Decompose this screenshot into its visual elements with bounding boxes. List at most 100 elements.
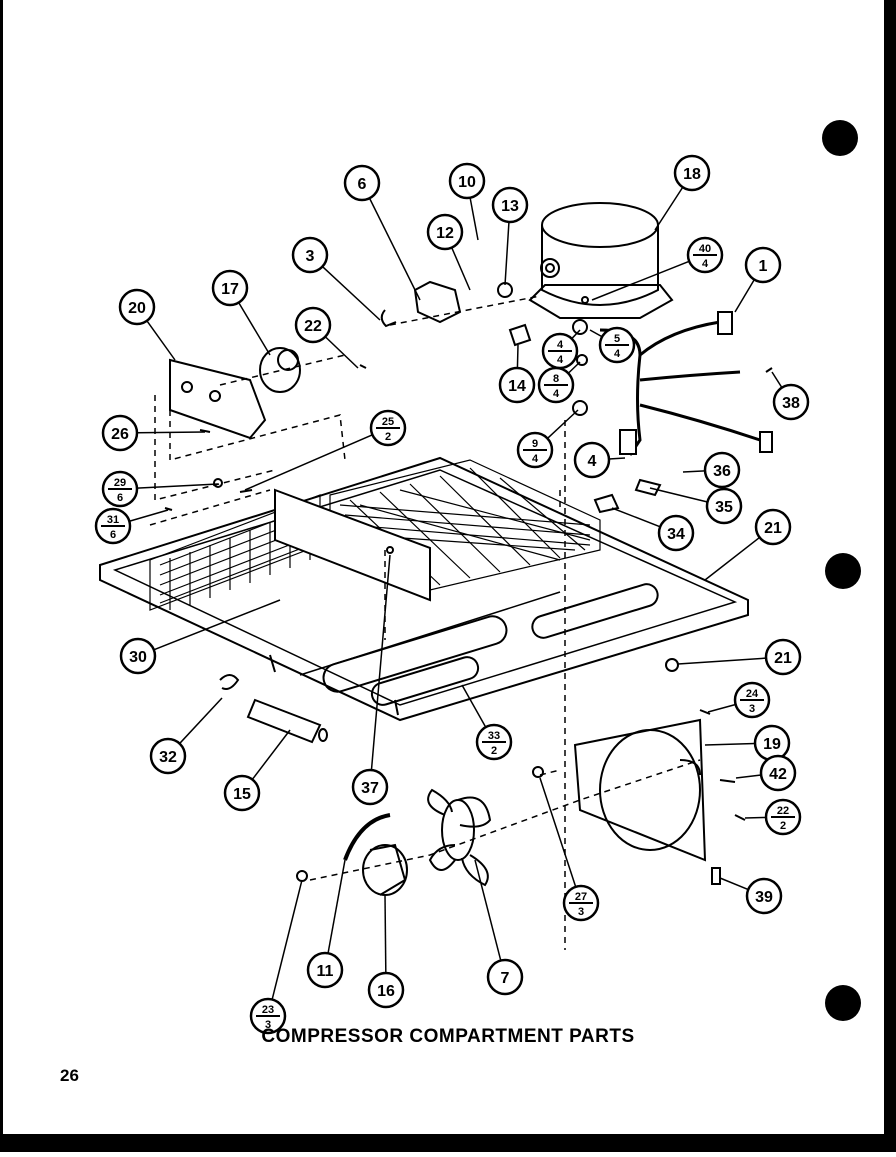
callout-circle bbox=[759, 754, 797, 792]
leader-line bbox=[591, 260, 690, 301]
fraction-callout-23-3: 233 bbox=[249, 997, 287, 1035]
callout-label: 34 bbox=[667, 526, 685, 543]
callout-label: 42 bbox=[769, 766, 787, 783]
callout-label: 11 bbox=[317, 963, 334, 980]
callout-circle bbox=[223, 774, 261, 812]
fraction-callout-4-4: 44 bbox=[541, 332, 579, 370]
binder-hole bbox=[825, 985, 861, 1021]
callout-circle bbox=[291, 236, 329, 274]
leader-line bbox=[451, 247, 471, 291]
page-edge-right bbox=[884, 0, 896, 1152]
callout-circle bbox=[448, 162, 486, 200]
callout-circle bbox=[764, 638, 802, 676]
page-number: 26 bbox=[60, 1066, 79, 1085]
callout-35: 35 bbox=[705, 487, 743, 525]
callout-circle bbox=[772, 383, 810, 421]
leader-line bbox=[129, 509, 169, 522]
leader-line bbox=[136, 431, 206, 434]
leader-line bbox=[469, 197, 479, 241]
fraction-bottom: 4 bbox=[553, 388, 560, 400]
assembly-lines bbox=[149, 295, 701, 950]
relay-bracket bbox=[169, 347, 301, 440]
callout-label: 37 bbox=[361, 780, 379, 797]
callout-17: 17 bbox=[211, 269, 249, 307]
fraction-top: 29 bbox=[114, 477, 126, 489]
fraction-bottom: 4 bbox=[702, 258, 709, 270]
callout-label: 13 bbox=[501, 198, 519, 215]
page-edge-left bbox=[0, 0, 3, 1152]
callout-label: 10 bbox=[458, 174, 476, 191]
screw bbox=[634, 478, 662, 497]
fraction-top: 33 bbox=[488, 730, 500, 742]
callout-32: 32 bbox=[149, 737, 187, 775]
callout-36: 36 bbox=[703, 451, 741, 489]
condenser-coil-left bbox=[149, 494, 321, 611]
fraction-callout-33-2: 332 bbox=[475, 723, 513, 761]
leader-line bbox=[327, 859, 346, 954]
fraction-callout-29-6: 296 bbox=[101, 470, 139, 508]
leader-line bbox=[682, 470, 706, 473]
callout-label: 22 bbox=[304, 318, 322, 335]
callout-label: 17 bbox=[221, 281, 239, 298]
callout-label: 16 bbox=[377, 983, 395, 1000]
fraction-bottom: 3 bbox=[578, 906, 584, 918]
fraction-callout-22-2: 222 bbox=[764, 798, 802, 836]
callout-label: 6 bbox=[358, 176, 367, 193]
fraction-top: 9 bbox=[532, 438, 538, 450]
leader-line bbox=[504, 221, 510, 286]
leader-line bbox=[654, 186, 684, 231]
compressor bbox=[528, 202, 674, 319]
fraction-top: 40 bbox=[699, 243, 711, 255]
leader-line bbox=[368, 197, 421, 301]
leader-line bbox=[704, 536, 761, 581]
binder-hole bbox=[822, 120, 858, 156]
fan-bracket bbox=[573, 718, 707, 862]
grommet bbox=[508, 323, 532, 347]
leader-lines bbox=[129, 186, 783, 1000]
thermostat bbox=[593, 493, 620, 514]
callout-26: 26 bbox=[101, 414, 139, 452]
leader-line bbox=[324, 336, 359, 369]
callout-11: 11 bbox=[306, 951, 344, 989]
callout-34: 34 bbox=[657, 514, 695, 552]
fraction-top: 23 bbox=[262, 1004, 274, 1016]
fraction-bottom: 6 bbox=[117, 492, 123, 504]
callout-label: 4 bbox=[588, 453, 597, 470]
callout-label: 12 bbox=[436, 225, 454, 242]
diagram-caption: COMPRESSOR COMPARTMENT PARTS bbox=[261, 1026, 635, 1047]
callout-label: 36 bbox=[713, 463, 731, 480]
callout-14: 14 bbox=[498, 366, 536, 404]
callout-circle bbox=[101, 414, 139, 452]
callout-label: 19 bbox=[763, 736, 781, 753]
fraction-bottom: 3 bbox=[749, 703, 755, 715]
fraction-top: 22 bbox=[777, 805, 789, 817]
callout-label: 30 bbox=[129, 649, 147, 666]
callout-circle bbox=[705, 487, 743, 525]
page-edge-bottom bbox=[0, 1134, 896, 1152]
leader-line bbox=[571, 329, 581, 340]
callout-label: 15 bbox=[233, 786, 251, 803]
callout-circle bbox=[657, 514, 695, 552]
leader-line bbox=[384, 894, 387, 974]
callout-circle bbox=[118, 288, 156, 326]
fraction-callout-27-3: 273 bbox=[562, 884, 600, 922]
leader-line bbox=[735, 774, 762, 779]
leader-line bbox=[719, 877, 749, 891]
fan-blade bbox=[427, 788, 492, 887]
fraction-callout-9-4: 94 bbox=[516, 431, 554, 469]
fraction-top: 8 bbox=[553, 373, 559, 385]
callout-13: 13 bbox=[491, 186, 529, 224]
leader-line bbox=[771, 371, 783, 389]
leader-line bbox=[271, 879, 303, 1000]
fraction-top: 5 bbox=[614, 333, 620, 345]
callout-30: 30 bbox=[119, 637, 157, 675]
leader-line bbox=[321, 266, 381, 321]
leader-line bbox=[649, 487, 708, 503]
fraction-top: 27 bbox=[575, 891, 587, 903]
callout-label: 26 bbox=[111, 426, 129, 443]
leader-line bbox=[546, 409, 579, 439]
callout-19: 19 bbox=[753, 724, 791, 762]
fraction-callout-25-2: 252 bbox=[369, 409, 407, 447]
leader-line bbox=[370, 554, 391, 771]
